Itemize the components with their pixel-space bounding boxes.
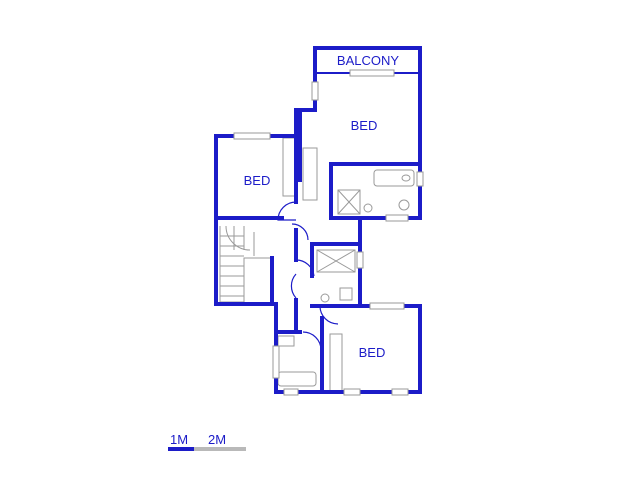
scale-segment-filled <box>168 447 194 451</box>
shower-family <box>316 249 356 273</box>
wardrobe-left-bed <box>282 137 296 197</box>
room-labels: BALCONY BED BED BED <box>244 53 400 360</box>
window-family-bath <box>356 251 364 269</box>
scale-bar: 1M 2M <box>168 432 246 451</box>
window-balcony-door <box>349 69 395 77</box>
window-left-bed <box>233 132 271 140</box>
window-balcony-side <box>311 81 319 101</box>
window-lower-bath <box>272 345 280 379</box>
bathtub-lower <box>277 371 317 387</box>
window-lower-bath-bottom <box>283 388 299 396</box>
window-ensuite <box>385 214 409 222</box>
master-bed-label: BED <box>351 118 378 133</box>
basin-ensuite <box>363 203 373 213</box>
toilet-family <box>339 287 353 301</box>
toilet-ensuite <box>398 199 410 211</box>
left-bed-label: BED <box>244 173 271 188</box>
window-lower-bed-bottom-2 <box>391 388 409 396</box>
window-lower-bed-top <box>369 302 405 310</box>
wardrobe-lower-bed <box>329 333 343 393</box>
balcony-label: BALCONY <box>337 53 399 68</box>
windows <box>233 69 424 396</box>
basin-lower <box>277 335 295 347</box>
scale-label-2m: 2M <box>208 432 226 447</box>
staircase <box>219 225 270 303</box>
shower-ensuite <box>337 189 361 215</box>
scale-segment-empty <box>194 447 246 451</box>
door-swings <box>277 201 339 351</box>
lower-bed-label: BED <box>359 345 386 360</box>
window-lower-bed-bottom-1 <box>343 388 361 396</box>
basin-family <box>320 293 330 303</box>
window-ensuite-side <box>416 171 424 187</box>
bathtub-ensuite <box>373 169 415 187</box>
wardrobe-master-bed <box>302 147 318 201</box>
scale-label-1m: 1M <box>170 432 188 447</box>
